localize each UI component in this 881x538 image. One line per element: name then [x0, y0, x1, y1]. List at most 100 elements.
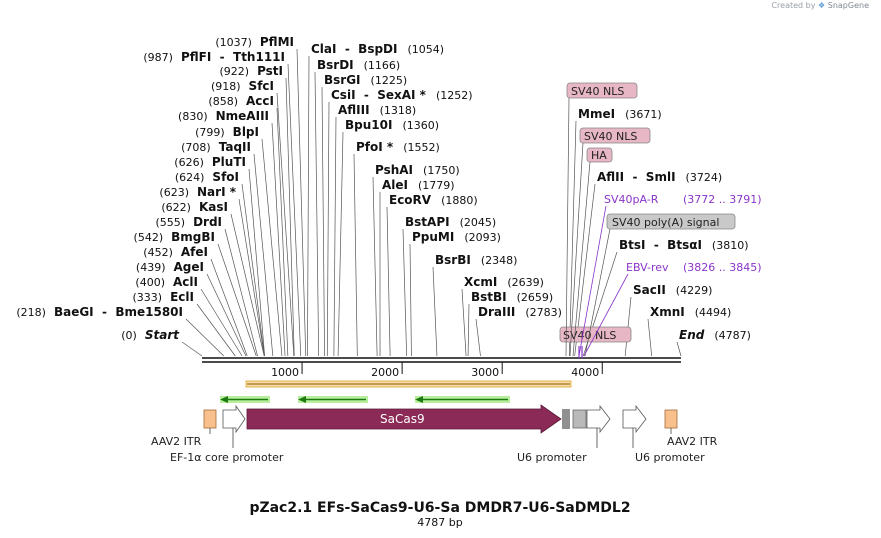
site-label[interactable]: MmeI(3671) [578, 107, 662, 121]
sacas9-feature[interactable] [246, 404, 562, 434]
site-label[interactable]: BstAPI(2045) [405, 215, 496, 229]
site-position: (1054) [407, 43, 444, 56]
site-label[interactable]: PflMI(1037) [215, 35, 294, 49]
site-label[interactable]: SfoI(624) [175, 170, 239, 184]
site-leader-line [185, 318, 225, 357]
site-name: Bpu10I [345, 118, 392, 132]
site-leader-line [432, 266, 438, 357]
site-label[interactable]: BlpI(799) [195, 125, 259, 139]
site-label[interactable]: AclI(400) [135, 275, 198, 289]
site-name: DraIII [478, 305, 515, 319]
leader-line [565, 97, 570, 357]
site-label[interactable]: AgeI(439) [136, 260, 204, 274]
site-position: (2783) [525, 306, 562, 319]
primer-arrows [220, 396, 510, 403]
site-position: (708) [181, 141, 211, 154]
site-label[interactable]: NmeAIII(830) [178, 109, 269, 123]
site-position: (3810) [712, 239, 749, 252]
site-label[interactable]: SfcI(918) [211, 79, 274, 93]
aav2-itr-left[interactable] [203, 409, 217, 429]
feature-box-sv40-polya[interactable]: SV40 poly(A) signal [606, 213, 736, 230]
site-label[interactable]: DraIII (2783) [478, 305, 562, 319]
site-leader-line [217, 243, 257, 357]
aav2-itr-right[interactable] [664, 409, 678, 429]
site-label[interactable]: Start (0) [121, 328, 180, 342]
site-label[interactable]: AflII - SmlI(3724) [597, 170, 722, 184]
feature-box-sv40-nls-2[interactable]: SV40 NLS [579, 127, 651, 144]
site-name: MmeI [578, 107, 615, 121]
site-leader-line [386, 206, 391, 357]
site-label[interactable]: EcoRV(1880) [389, 193, 478, 207]
feature-box-ha[interactable]: HA [586, 147, 613, 163]
site-label[interactable]: End(4787) [679, 328, 751, 342]
site-label[interactable]: BsrGI(1225) [324, 73, 407, 87]
site-position: (2348) [481, 254, 518, 267]
site-name: BstAPI [405, 215, 450, 229]
site-position: (0) [121, 329, 137, 342]
site-position: (1318) [380, 104, 417, 117]
site-label[interactable]: XmnI(4494) [650, 305, 731, 319]
site-label[interactable]: AleI(1779) [382, 178, 455, 192]
leader-line [583, 273, 629, 357]
site-label[interactable]: AflIII (1318) [338, 103, 416, 117]
site-leader-line [248, 168, 265, 357]
site-label[interactable]: BtsI - BtsαI(3810) [619, 238, 749, 252]
site-label[interactable]: BmgBI(542) [134, 230, 215, 244]
site-name: BsrDI [317, 58, 354, 72]
site-leader-line [676, 341, 682, 357]
feature-box-shape [606, 213, 736, 230]
site-label[interactable]: SacII(4229) [633, 283, 712, 297]
credit-prefix: Created by [771, 1, 816, 10]
site-label[interactable]: BaeGI - Bme1580I(218) [16, 305, 183, 319]
site-leader-line [276, 92, 295, 357]
site-labels: Start(0)BaeGI - Bme1580I(218)EclI(333)Ac… [16, 35, 751, 342]
site-name: Start [145, 328, 180, 342]
sv40-polya-feature[interactable] [572, 409, 587, 429]
site-leader-line [196, 303, 236, 357]
ruler-tick-label: 4000 [571, 366, 599, 379]
site-label[interactable]: EclI(333) [133, 290, 194, 304]
site-label[interactable]: BsrBI (2348) [435, 253, 517, 267]
site-label[interactable]: Bpu10I(1360) [345, 118, 439, 132]
site-label[interactable]: BstBI(2659) [471, 290, 553, 304]
site-position: (799) [195, 126, 225, 139]
site-label[interactable]: KasI(622) [161, 200, 228, 214]
site-name: AflIII [338, 103, 370, 117]
site-position: (624) [175, 171, 205, 184]
site-label[interactable]: NarI *(623) [159, 185, 236, 199]
site-label[interactable]: ClaI - BspDI(1054) [311, 42, 444, 56]
site-name: EclI [170, 290, 194, 304]
site-label[interactable]: AccI(858) [208, 94, 274, 108]
primer-ebv-rev[interactable]: EBV-rev (3826 .. 3845) [626, 261, 762, 274]
u6-promoter-arrow-1[interactable] [586, 404, 611, 434]
site-label[interactable]: CsiI - SexAI *(1252) [331, 88, 473, 102]
ef1a-promoter-arrow[interactable] [222, 404, 246, 434]
feature-box-sv40-nls-3[interactable]: SV40 NLS [559, 326, 632, 343]
site-label[interactable]: PflFI - Tth111I(987) [143, 50, 285, 64]
leader-line [569, 142, 584, 357]
u6-promoter-arrow-2[interactable] [622, 404, 647, 434]
site-label[interactable]: XcmI(2639) [464, 275, 544, 289]
site-label[interactable]: PshAI(1750) [375, 163, 460, 177]
site-position: (4229) [676, 284, 713, 297]
site-label[interactable]: PstI(922) [219, 64, 283, 78]
site-label[interactable]: TaqII(708) [181, 140, 251, 154]
site-leader-line [321, 86, 325, 357]
site-leader-line [467, 303, 470, 357]
primer-sv40pa-r[interactable]: SV40pA-R (3772 .. 3791) [604, 193, 762, 206]
site-name: BsrBI [435, 253, 471, 267]
site-label[interactable]: DrdI(555) [155, 215, 222, 229]
site-position: (1166) [364, 59, 401, 72]
aav2-itr-right-label: AAV2 ITR [667, 435, 718, 448]
site-label[interactable]: BsrDI (1166) [317, 58, 400, 72]
site-name: BmgBI [171, 230, 215, 244]
site-position: (922) [219, 65, 249, 78]
site-label[interactable]: AfeI(452) [143, 245, 208, 259]
site-position: (830) [178, 110, 208, 123]
site-label[interactable]: PpuMI(2093) [412, 230, 501, 244]
feature-box-sv40-nls-1[interactable]: SV40 NLS [566, 82, 638, 99]
site-label[interactable]: PfoI *(1552) [356, 140, 440, 154]
site-name: AflII - SmlI [597, 170, 676, 184]
site-label[interactable]: PluTI(626) [174, 155, 246, 169]
site-leader-line [210, 258, 248, 357]
